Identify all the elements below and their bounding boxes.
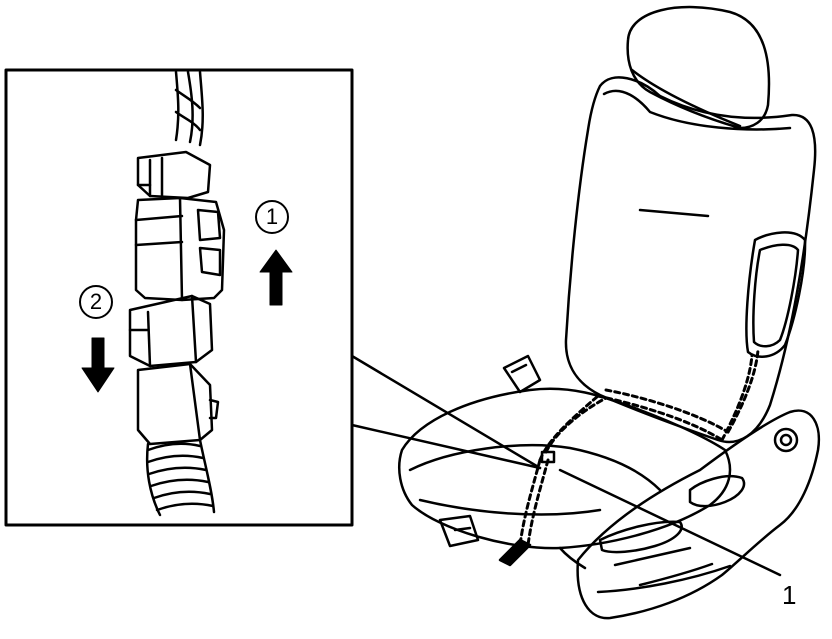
- zoom-line-bottom: [350, 423, 542, 470]
- height-lever: [598, 520, 683, 554]
- seatbelt-buckle: [502, 354, 542, 394]
- recline-lever: [688, 474, 746, 508]
- part-number-label: 1: [782, 580, 797, 610]
- seat-side-shield: [576, 409, 821, 620]
- car-seat: [398, 5, 821, 620]
- detail-inset-frame: [4, 68, 354, 527]
- connector-detail: [128, 70, 226, 517]
- zoom-line-top: [350, 354, 542, 470]
- lower-connector-half: [128, 294, 214, 368]
- corrugated-conduit: [145, 438, 216, 517]
- seat-cushion: [398, 387, 732, 550]
- step-one-circled-number: 1: [255, 200, 289, 234]
- upper-connector-half: [136, 150, 212, 200]
- down-arrow-icon: [81, 337, 115, 393]
- step-two-circled-number: 2: [79, 285, 113, 319]
- up-arrow-icon: [259, 249, 293, 306]
- wiring-harness-dashed: [518, 348, 760, 547]
- seat-rail: [438, 514, 480, 548]
- seat-backrest: [564, 76, 817, 444]
- seat-headrest: [626, 5, 771, 130]
